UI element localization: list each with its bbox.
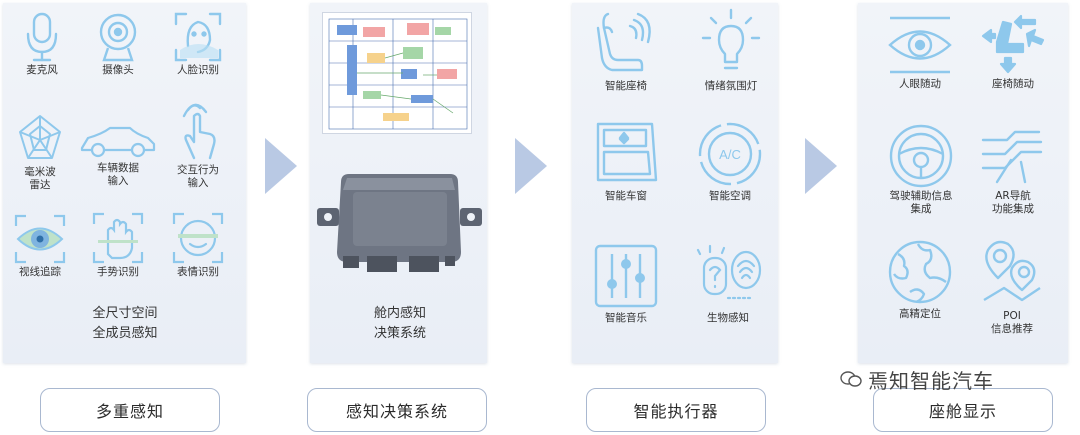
perception-item-vehicle-data: 车辆数据 输入 [76, 118, 160, 188]
item-label: POI 信息推荐 [991, 310, 1033, 335]
actuator-panel [572, 3, 778, 363]
item-label: 手势识别 [97, 266, 139, 278]
light-bulb-icon [701, 8, 761, 70]
eye-tracking-icon [14, 214, 66, 264]
eye-icon [888, 16, 952, 74]
stage-button-actuators[interactable]: 智能执行器 [586, 388, 766, 432]
item-label: 视线追踪 [19, 266, 61, 278]
window-icon [596, 122, 658, 182]
face-recognition-icon [174, 12, 222, 62]
steering-wheel-icon [889, 124, 953, 188]
display-item-ar-navigation: AR导航 功能集成 [968, 120, 1058, 216]
poi-icon [983, 240, 1041, 302]
perception-item-interaction: 交互行为 输入 [168, 100, 228, 190]
actuator-item-music: 智能音乐 [584, 240, 668, 325]
item-label: 交互行为 输入 [177, 164, 219, 189]
item-label: 智能空调 [709, 190, 751, 202]
perception-item-camera: 摄像头 [88, 10, 148, 77]
ac-icon-text: A/C [719, 147, 741, 162]
item-label: 高精定位 [899, 308, 941, 320]
item-label: 情绪氛围灯 [704, 80, 758, 92]
system-schematic-image [322, 12, 472, 134]
ecu-device-image [317, 170, 482, 280]
touch-icon [182, 103, 216, 160]
decision-caption: 舱内感知 决策系统 [373, 306, 426, 341]
perception-item-face: 人脸识别 [166, 10, 230, 77]
equalizer-icon [594, 244, 658, 308]
stage-button-decision[interactable]: 感知决策系统 [307, 388, 487, 432]
item-label: 车辆数据 输入 [97, 162, 139, 187]
stage-button-perception[interactable]: 多重感知 [40, 388, 220, 432]
item-label: AR导航 功能集成 [992, 190, 1034, 215]
perception-caption: 全尺寸空间 全成员感知 [92, 306, 158, 341]
actuator-item-seat: 智能座椅 [584, 8, 668, 93]
microphone-icon [26, 12, 58, 62]
item-label: 人脸识别 [177, 64, 219, 76]
item-label: 生物感知 [707, 312, 749, 324]
globe-icon [888, 240, 952, 304]
seat-motion-icon [981, 14, 1045, 74]
radar-icon [19, 115, 61, 159]
display-item-hd-positioning: 高精定位 [878, 236, 962, 321]
perception-item-gaze: 视线追踪 [8, 212, 72, 279]
item-label: 毫米波 雷达 [24, 166, 56, 191]
display-panel [858, 3, 1068, 363]
display-item-seat-follow: 座椅随动 [968, 12, 1058, 91]
perception-item-microphone: 麦克风 [12, 10, 72, 77]
display-item-poi: POI 信息推荐 [970, 238, 1054, 336]
item-label: 驾驶辅助信息 集成 [889, 190, 953, 215]
expression-icon [172, 212, 224, 264]
actuator-item-bio-sensing: 生物感知 [686, 240, 770, 325]
wechat-icon [840, 371, 862, 387]
bio-sensing-icon [696, 244, 762, 300]
item-label: 座椅随动 [992, 78, 1034, 90]
item-label: 表情识别 [177, 266, 219, 278]
watermark: 焉知智能汽车 [840, 367, 1060, 393]
actuator-item-ambient-light: 情绪氛围灯 [686, 8, 776, 93]
flow-arrow [515, 138, 547, 194]
item-label: 智能座椅 [605, 80, 647, 92]
stage-button-display[interactable]: 座舱显示 [873, 388, 1053, 432]
actuator-item-ac: A/C 智能空调 [688, 118, 772, 203]
display-item-eye-follow: 人眼随动 [878, 12, 962, 91]
seat-icon [596, 12, 651, 72]
watermark-text: 焉知智能汽车 [868, 368, 994, 393]
display-item-adas-info: 驾驶辅助信息 集成 [872, 120, 970, 216]
item-label: 麦克风 [26, 64, 58, 76]
hand-icon [92, 212, 144, 264]
perception-item-radar: 毫米波 雷达 [10, 112, 70, 192]
camera-icon [99, 13, 137, 62]
perception-item-gesture: 手势识别 [86, 210, 150, 279]
item-label: 摄像头 [102, 64, 134, 76]
flow-arrow [805, 138, 837, 194]
item-label: 智能音乐 [605, 312, 647, 324]
item-label: 智能车窗 [605, 190, 647, 202]
perception-panel [3, 3, 246, 363]
car-icon [80, 126, 156, 158]
item-label: 人眼随动 [899, 78, 941, 90]
actuator-item-window: 智能车窗 [584, 118, 668, 203]
ar-navigation-icon [981, 130, 1043, 184]
perception-item-expression: 表情识别 [166, 210, 230, 279]
ac-icon: A/C [698, 122, 762, 186]
flow-arrow [265, 138, 297, 194]
